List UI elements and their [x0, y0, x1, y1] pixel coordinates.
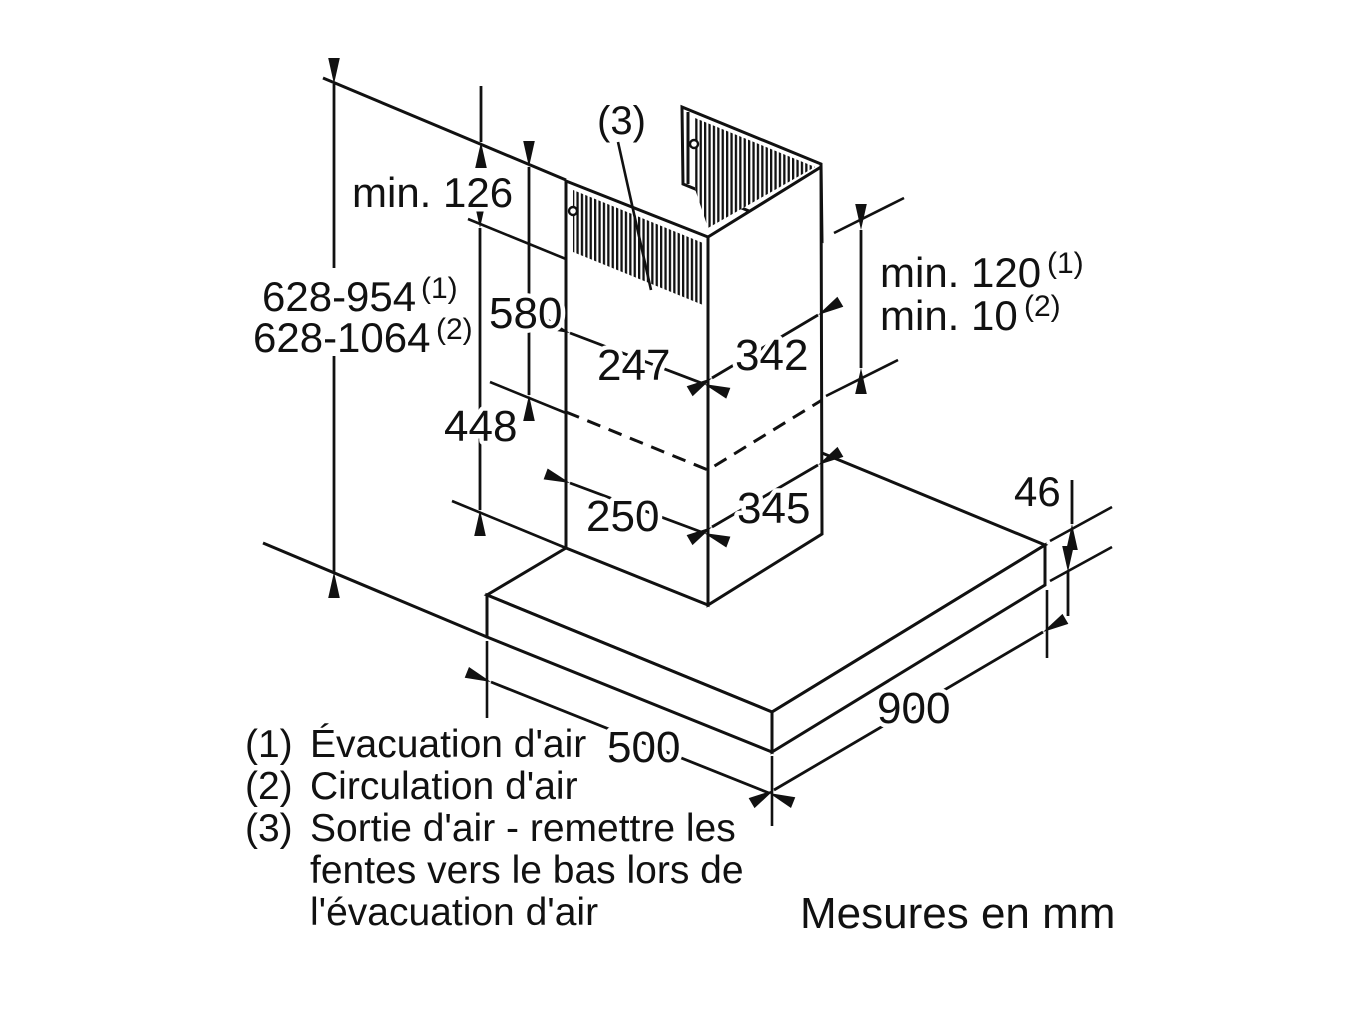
screw-hole-back [688, 138, 700, 150]
label-ceiling-gap-recirc-ref: (2) [1024, 290, 1061, 323]
legend-3-text-line3: l'évacuation d'air [310, 891, 598, 934]
label-hood-depth: 500 [607, 723, 680, 772]
label-air-outlet-ref: (3) [597, 99, 646, 143]
label-total-height-evac: 628-954 [262, 273, 416, 320]
legend-3-num: (3) [245, 807, 293, 850]
legend-3-text: Sortie d'air - remettre les [310, 807, 736, 850]
telescopic-joint-dashed-line [565, 398, 823, 472]
label-total-height-evac-ref: (1) [421, 272, 458, 305]
label-lower-duct-height: 448 [444, 402, 517, 451]
front-vent-slots [573, 190, 703, 305]
dimension-lines [328, 58, 1078, 809]
dimension-labels: 628-954 (1) 628-1064 (2) min. 126 580 44… [249, 95, 1089, 777]
chimney-right-face [706, 164, 824, 608]
label-hood-width: 900 [877, 684, 950, 733]
label-upper-duct-depth: 342 [735, 331, 808, 380]
label-ceiling-gap-recirc: min. 10 [880, 292, 1018, 339]
legend-1-text: Évacuation d'air [310, 723, 586, 766]
wall-baseline [262, 541, 488, 639]
outlet-leader-line [616, 141, 653, 291]
label-hood-thickness: 46 [1014, 468, 1061, 515]
legend-2-num: (2) [245, 765, 293, 808]
label-min-top-clearance: min. 126 [352, 169, 513, 216]
label-upper-duct-width: 247 [597, 341, 670, 390]
label-lower-duct-depth: 345 [737, 484, 810, 533]
label-ceiling-gap-evac: min. 120 [880, 249, 1041, 296]
label-lower-duct-width: 250 [586, 492, 659, 541]
back-vent-slots [695, 118, 815, 228]
units-note: Mesures en mm [800, 889, 1115, 938]
legend: (1) Évacuation d'air (2) Circulation d'a… [241, 719, 749, 939]
label-total-height-recirc: 628-1064 [253, 314, 431, 361]
legend-1-num: (1) [245, 723, 293, 766]
legend-2-text: Circulation d'air [310, 765, 578, 808]
screw-hole-front [567, 205, 579, 217]
label-ceiling-gap-evac-ref: (1) [1047, 247, 1084, 280]
legend-3-text-line2: fentes vers le bas lors de [310, 849, 744, 892]
label-upper-duct-height: 580 [489, 289, 562, 338]
label-total-height-recirc-ref: (2) [436, 313, 473, 346]
